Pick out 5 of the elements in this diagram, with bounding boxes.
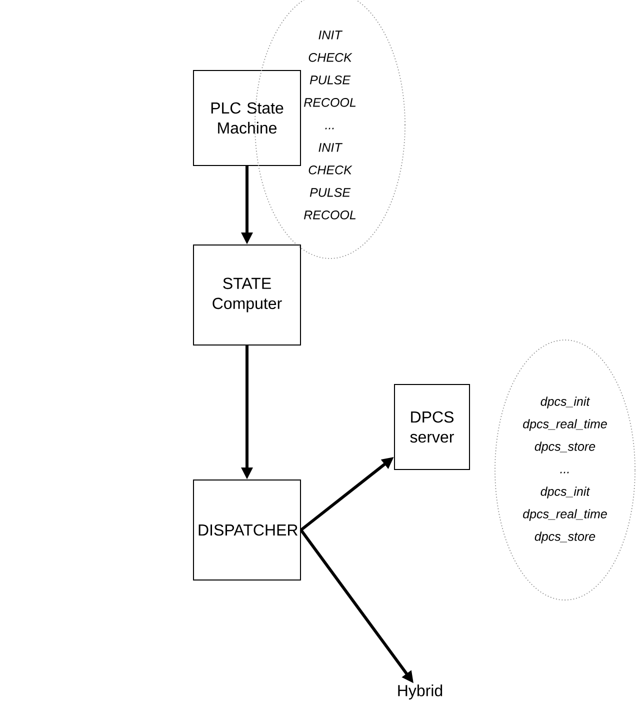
- node-label: Hybrid: [398, 684, 442, 700]
- process-box: DPCS server: [394, 384, 470, 470]
- process-box: PLC State Machine: [193, 70, 301, 166]
- process-box: STATE Computer: [193, 244, 301, 346]
- process-box: DISPATCHER: [193, 480, 301, 580]
